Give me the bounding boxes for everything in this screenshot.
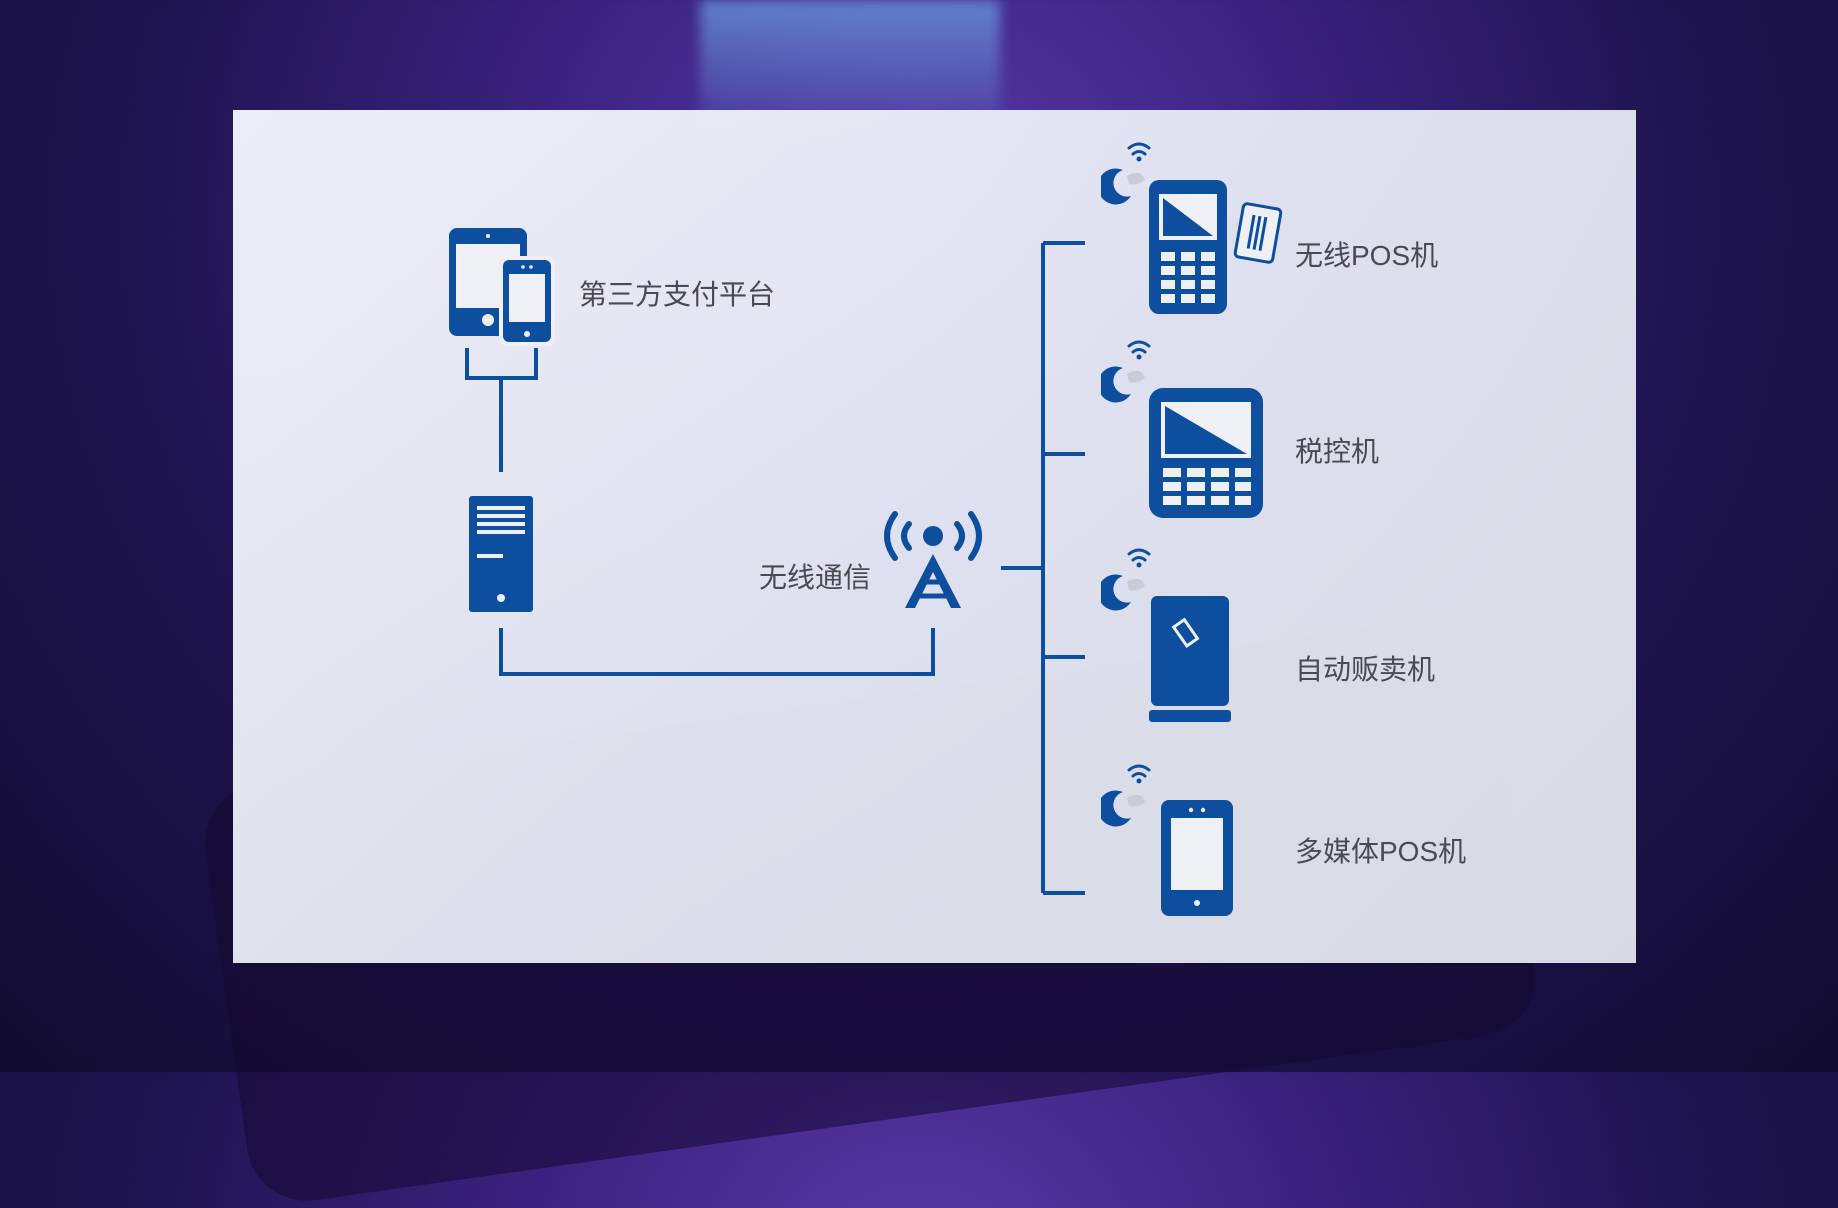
card-icon [1231,202,1283,266]
vending-machine-icon [1149,596,1231,724]
diagram-panel: 第三方支付平台 无线通信 [233,110,1636,963]
tablet-phone-icon [449,228,555,346]
terminal-label-3: 自动贩卖机 [1295,648,1435,688]
signal-tower-icon [881,510,985,612]
terminal-label-1: 无线POS机 [1295,234,1438,274]
wireless-label: 无线通信 [759,556,871,596]
terminal-label-2: 税控机 [1295,430,1379,470]
multimedia-pos-icon [1161,800,1233,916]
nfc-wifi-icon [1101,756,1161,828]
terminal-label-4: 多媒体POS机 [1295,830,1466,870]
server-tower-line [501,628,933,674]
tax-control-machine-icon [1149,388,1263,518]
platform-label: 第三方支付平台 [579,273,775,313]
server-icon [469,496,533,612]
wireless-pos-icon [1149,180,1227,314]
platform-bracket [467,348,536,378]
